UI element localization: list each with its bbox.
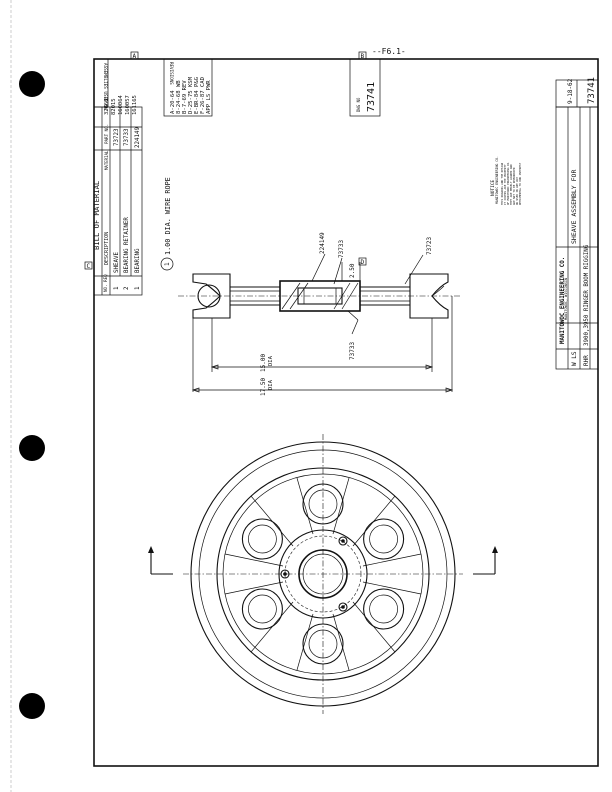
wire-rope-label: 1.00 DIA. WIRE ROPE [164, 177, 172, 255]
drawing-number-top: DWG NO 73741 [349, 58, 381, 117]
bill-of-material: BILL OF MATERIAL NO. REQ DESCRIPTION MAT… [92, 106, 143, 296]
svg-text:MANITOWOC ENGINEERING CO.: MANITOWOC ENGINEERING CO. [560, 257, 566, 344]
svg-text:E-BR-84 P&G: E-BR-84 P&G [194, 76, 200, 114]
binder-hole-middle [19, 435, 45, 461]
svg-text:8-24-68 WB: 8-24-68 WB [176, 80, 182, 114]
svg-text:BEARING RETAINER: BEARING RETAINER [124, 217, 130, 273]
svg-text:ARE NOT TO BE REPRODUCED: ARE NOT TO BE REPRODUCED [512, 167, 516, 205]
binder-hole-top [19, 71, 45, 97]
svg-text:MANITOWOC, WISCONSIN: MANITOWOC, WISCONSIN [564, 278, 568, 320]
svg-text:A: A [133, 53, 137, 60]
binder-hole-bottom [19, 693, 45, 719]
svg-text:APP LS PWR: APP LS PWR [206, 80, 212, 114]
label-73723: 73723 [426, 237, 433, 255]
sheave-plan-view [148, 434, 498, 714]
sheave-section-view: 15.00 DIA 17.50 DIA 2.50 224149 73733 73… [160, 177, 462, 396]
svg-text:224149: 224149 [135, 127, 141, 148]
notice-block: NOTICE MANITOWOC ENGINEERING CO. THIS DR… [490, 156, 522, 205]
title-block: MANITOWOC ENGINEERING CO. MANITOWOC, WIS… [555, 77, 599, 370]
svg-text:2: 2 [124, 287, 130, 291]
lightening-holes [241, 483, 405, 665]
hub-bore [298, 549, 348, 599]
outer-rim [190, 441, 456, 707]
svg-text:MATERIAL: MATERIAL [104, 150, 109, 170]
label-73733: 73733 [338, 240, 345, 258]
bolt-3 [338, 602, 348, 612]
spokes [224, 477, 422, 671]
dim-2-50-label: 2.50 [349, 263, 356, 278]
svg-text:BEARING: BEARING [135, 248, 141, 273]
svg-text:DIA: DIA [268, 355, 274, 366]
svg-text:73723: 73723 [114, 128, 120, 146]
svg-text:D-25-75 KSM: D-25-75 KSM [188, 76, 194, 114]
svg-text:DIA: DIA [268, 379, 274, 390]
svg-text:B-7-69 REV: B-7-69 REV [182, 80, 188, 114]
svg-text:PART NO.: PART NO. [104, 124, 109, 144]
svg-text:73733: 73733 [124, 128, 130, 146]
svg-text:9-18-62: 9-18-62 [567, 78, 574, 104]
svg-text:REVISIONS: REVISIONS [169, 62, 174, 85]
svg-text:1: 1 [114, 286, 120, 290]
svg-text:73741: 73741 [366, 82, 377, 112]
svg-text:OR USED IN ANY WAY: OR USED IN ANY WAY [515, 176, 519, 205]
revision-block: REVISIONS A-20-64 8-24-68 WB B-7-69 REV … [163, 58, 213, 117]
svg-text:THIS DRAWING AND THE DESIGN: THIS DRAWING AND THE DESIGN [500, 162, 504, 205]
label-73733-b: 73733 [349, 342, 356, 360]
assemblies-used-on-block: ASSEMBLIES USED ON 32668 82015 160064 16… [93, 58, 138, 115]
svg-text:MANITOWOC ENGINEERING CO.: MANITOWOC ENGINEERING CO. [495, 156, 499, 204]
svg-text:IT COVERS ARE THE PROPERTY: IT COVERS ARE THE PROPERTY [503, 164, 507, 205]
bolt-1 [338, 536, 348, 546]
svg-text:3900,3950 RINGER BOOM RIGGING: 3900,3950 RINGER BOOM RIGGING [584, 244, 590, 346]
dim-15-label: 15.00 [260, 354, 267, 372]
corner-mark: --F6.1- [372, 47, 406, 56]
svg-text:W LS: W LS [571, 351, 578, 366]
svg-text:161165: 161165 [132, 95, 138, 115]
label-224149: 224149 [319, 232, 326, 254]
svg-text:BILL OF MATERIAL: BILL OF MATERIAL [92, 181, 101, 250]
svg-text:SHEAVE ASSEMBLY FOR: SHEAVE ASSEMBLY FOR [570, 170, 578, 244]
callout-1 [160, 257, 174, 271]
svg-text:DETRIMENTAL TO OUR INTEREST: DETRIMENTAL TO OUR INTEREST [518, 162, 522, 205]
svg-text:DWG NO: DWG NO [356, 97, 361, 112]
svg-text:160064: 160064 [118, 94, 124, 115]
svg-text:THEY ARE MERELY LOANED AND: THEY ARE MERELY LOANED AND [509, 164, 513, 205]
svg-text:1: 1 [164, 262, 171, 266]
svg-text:73741: 73741 [587, 77, 597, 104]
svg-text:160057: 160057 [125, 95, 131, 115]
svg-text:SHEAVE: SHEAVE [114, 252, 120, 273]
dim-17-label: 17.50 [260, 378, 267, 396]
hub-section [279, 280, 361, 312]
svg-text:D: D [361, 259, 365, 266]
svg-text:F-26-87 CAD: F-26-87 CAD [200, 76, 206, 114]
svg-text:RHR: RHR [583, 355, 590, 366]
svg-text:ASSEMBLIES USED ON: ASSEMBLIES USED ON [102, 63, 108, 110]
svg-text:B: B [361, 53, 365, 60]
svg-text:OF MANITOWOC ENGINEERING CO.: OF MANITOWOC ENGINEERING CO. [506, 161, 510, 205]
hub-outer [278, 529, 368, 619]
svg-text:DESCRIPTION: DESCRIPTION [104, 232, 110, 265]
bolt-2 [280, 569, 290, 579]
svg-text:NOTICE: NOTICE [490, 179, 496, 196]
svg-text:NO. REQ: NO. REQ [103, 274, 108, 292]
sheet-border [93, 58, 599, 767]
svg-text:1: 1 [135, 286, 141, 290]
bearing-bore [297, 287, 343, 305]
svg-text:C: C [87, 263, 91, 270]
svg-text:A-20-64: A-20-64 [170, 90, 176, 114]
